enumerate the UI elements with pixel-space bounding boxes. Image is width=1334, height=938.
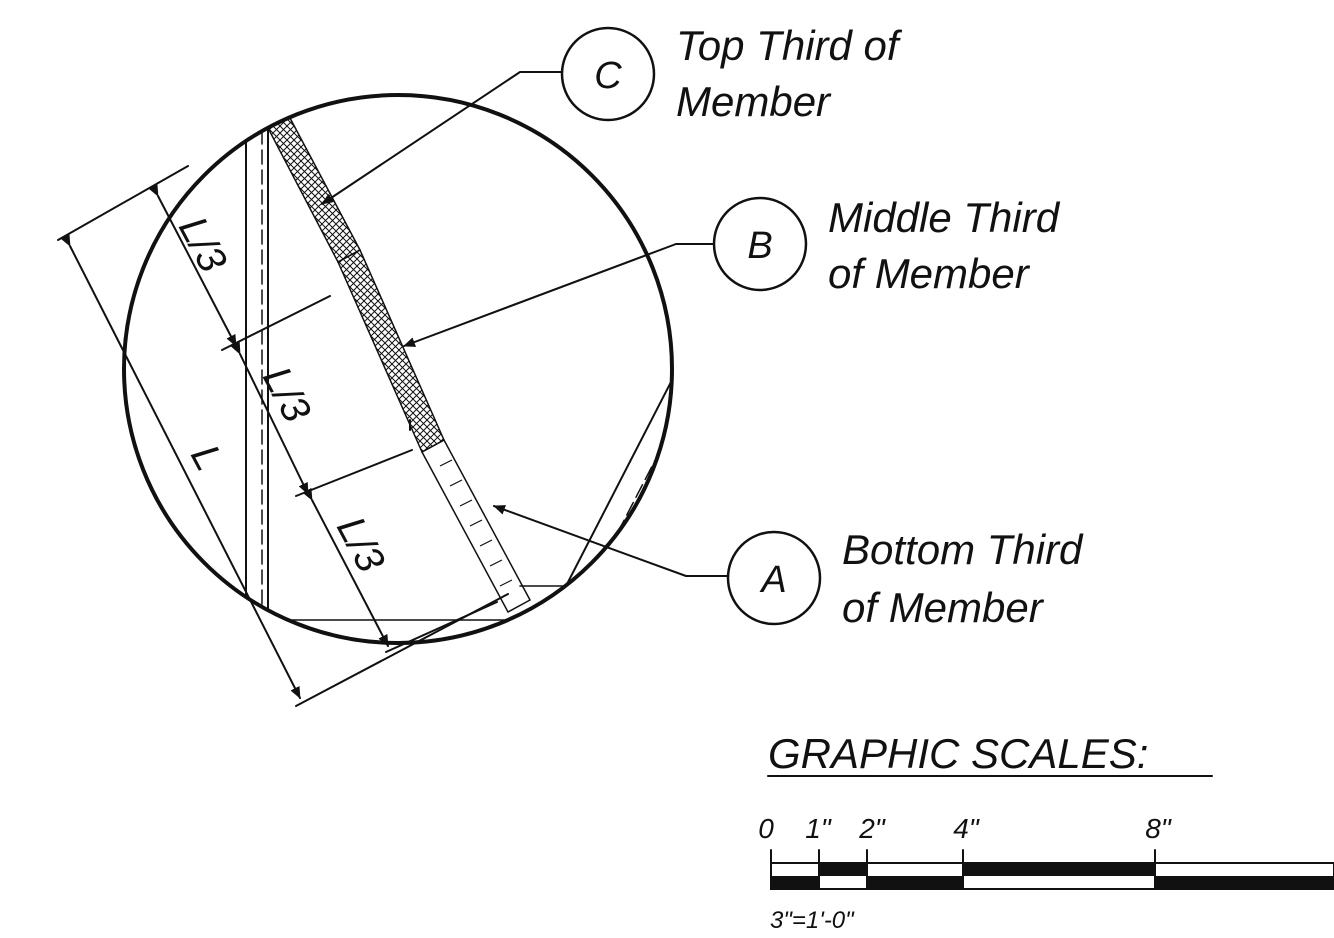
dim-l3-top: L/3: [170, 210, 235, 280]
callout-a-line2: of Member: [842, 584, 1045, 631]
scale-ratio: 3"=1'-0": [770, 907, 855, 934]
member-bottom-third: [420, 438, 532, 614]
scale-tick-label-1: 1": [805, 813, 832, 844]
callout-b-line1: Middle Third: [828, 194, 1061, 241]
scale-tick-label-2: 2": [858, 813, 886, 844]
callout-c-line2: Member: [676, 78, 832, 125]
callout-a-leader: [493, 505, 729, 577]
dim-l3-bottom: L/3: [328, 510, 393, 580]
dim-l-total: L: [182, 438, 231, 478]
callout-a-letter: A: [759, 559, 786, 601]
callout-a-line1: Bottom Third: [842, 526, 1084, 573]
scale-tick-label-0: 0: [758, 813, 774, 844]
callout-c-leader: [321, 71, 563, 205]
callout-c-letter: C: [594, 55, 622, 97]
member-middle-third: [337, 248, 445, 454]
scale-tick-label-8: 8": [1145, 813, 1172, 844]
member-elevation: [237, 109, 672, 641]
scale-tick-label-4: 4": [953, 813, 980, 844]
callout-b-letter: B: [747, 225, 772, 267]
callout-a: A Bottom Third of Member: [493, 505, 1084, 631]
dimension-lines: [57, 165, 509, 707]
callout-b-leader: [403, 243, 715, 347]
callout-a-bubble: [726, 530, 822, 626]
callout-c: C Top Third of Member: [321, 22, 903, 205]
dim-l3-middle: L/3: [254, 360, 319, 430]
callout-c-bubble: [560, 26, 656, 122]
callout-b: B Middle Third of Member: [403, 194, 1061, 347]
callout-b-line2: of Member: [828, 250, 1031, 297]
detail-circle-group: L/3 L/3 L/3 L: [57, 93, 674, 707]
callout-c-line1: Top Third of: [676, 22, 903, 69]
member-top-third: [266, 117, 362, 264]
graphic-scale-title: GRAPHIC SCALES:: [768, 730, 1148, 777]
scale-bar: [770, 849, 1334, 890]
graphic-scale: GRAPHIC SCALES: 0 1" 2" 4" 8" 3"=1'-0": [758, 730, 1334, 934]
